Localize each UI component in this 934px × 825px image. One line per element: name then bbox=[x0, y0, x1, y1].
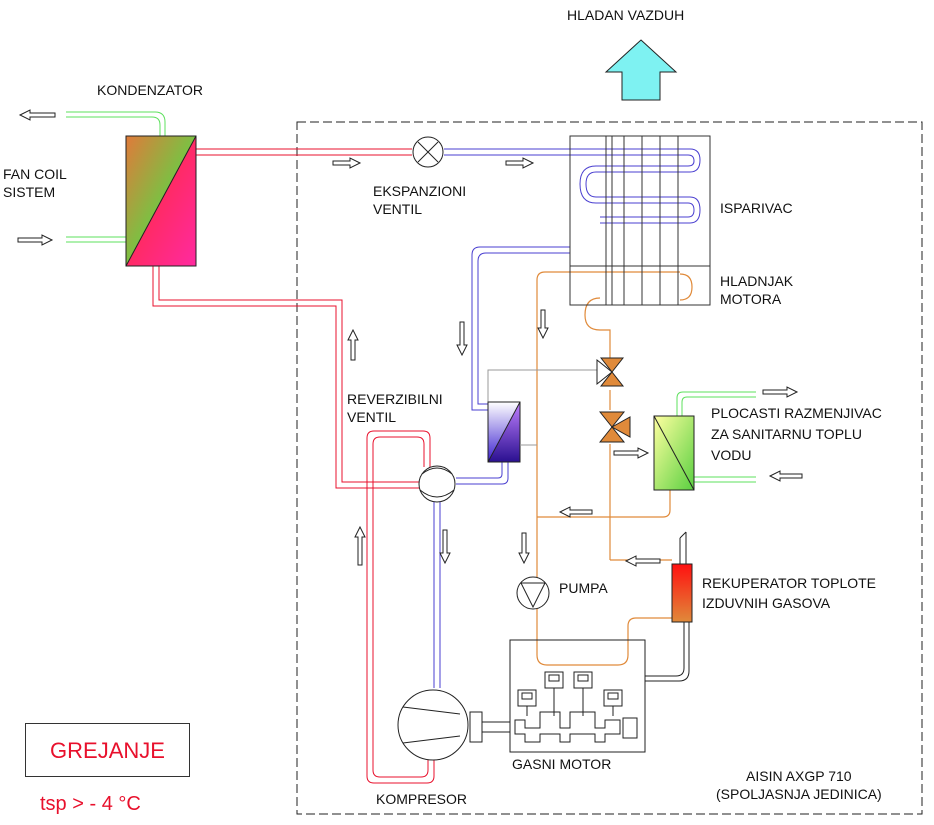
pump-label: PUMPA bbox=[559, 580, 608, 596]
evaporator bbox=[569, 135, 711, 305]
refrigerant-heat-exchanger bbox=[487, 401, 521, 463]
condenser-heat-exchanger bbox=[125, 135, 197, 267]
engine-cooler-label-line1: HLADNJAK bbox=[720, 273, 794, 289]
bypass-line bbox=[487, 369, 597, 402]
fan-coil-label-line2: SISTEM bbox=[3, 184, 56, 200]
compressor bbox=[397, 689, 469, 761]
expansion-valve bbox=[412, 136, 444, 168]
reversing-valve-label-line1: REVERZIBILNI bbox=[347, 391, 443, 407]
reversing-valve bbox=[418, 465, 456, 503]
recuperator-label-line2: IZDUVNIH GASOVA bbox=[702, 595, 831, 611]
water-lines bbox=[66, 111, 756, 483]
plate-exchanger-label-line3: VODU bbox=[711, 447, 752, 463]
mode-label: GREJANJE bbox=[50, 738, 165, 763]
expansion-valve-label-line2: VENTIL bbox=[373, 201, 423, 217]
cold-air-label: HLADAN VAZDUH bbox=[567, 7, 685, 23]
plate-heat-exchanger bbox=[653, 415, 695, 491]
outdoor-unit-label-line2: (SPOLJASNJA JEDINICA) bbox=[716, 786, 882, 802]
three-way-valve-bottom bbox=[598, 411, 631, 443]
fan-coil-label-line1: FAN COIL bbox=[3, 166, 67, 182]
mode-box: GREJANJE bbox=[25, 723, 190, 777]
plate-exchanger-label-line2: ZA SANITARNU TOPLU bbox=[711, 426, 862, 442]
drive-shaft bbox=[469, 711, 510, 743]
plate-exchanger-label-line1: PLOCASTI RAZMENJIVAC bbox=[711, 405, 882, 421]
evaporator-label: ISPARIVAC bbox=[720, 200, 793, 216]
exhaust-recuperator bbox=[671, 563, 693, 623]
pump bbox=[516, 576, 550, 610]
outdoor-unit-label-line1: AISIN AXGP 710 bbox=[746, 768, 852, 784]
engine-cooler bbox=[569, 265, 711, 306]
cold-air-arrow bbox=[604, 39, 678, 101]
exhaust-lines bbox=[645, 531, 690, 682]
outdoor-unit-boundary bbox=[296, 121, 923, 815]
flow-arrows bbox=[17, 109, 803, 567]
expansion-valve-label-line1: EKSPANZIONI bbox=[373, 183, 467, 199]
recuperator-label-line1: REKUPERATOR TOPLOTE bbox=[702, 575, 877, 591]
gas-engine-label: GASNI MOTOR bbox=[512, 756, 612, 772]
compressor-label: KOMPRESOR bbox=[376, 791, 468, 807]
gas-engine bbox=[509, 639, 646, 753]
reversing-valve-label-line2: VENTIL bbox=[347, 409, 397, 425]
condenser-label: KONDENZATOR bbox=[97, 82, 204, 98]
cold-refrigerant-lines bbox=[433, 148, 701, 688]
engine-cooler-label-line2: MOTORA bbox=[720, 291, 782, 307]
three-way-valve-top bbox=[596, 357, 625, 387]
hot-refrigerant-lines bbox=[152, 148, 435, 784]
mode-condition: tsp > - 4 °C bbox=[40, 793, 141, 815]
